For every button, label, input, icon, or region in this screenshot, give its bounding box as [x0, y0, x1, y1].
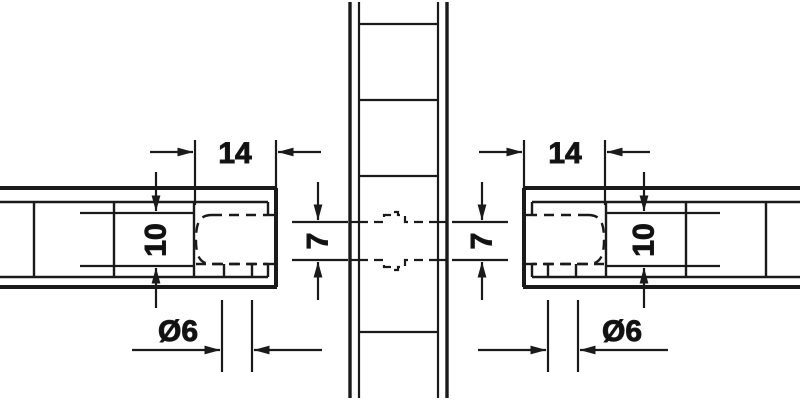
- dim-gap-left-label: 7: [302, 233, 335, 250]
- dim-depth-right-label: 10: [628, 223, 661, 256]
- dim-width-right-label: 14: [548, 137, 582, 170]
- panel-left: [0, 186, 278, 289]
- dim-gap-right: 7: [452, 182, 508, 300]
- dim-bore-left: Ø6: [132, 300, 322, 372]
- dim-width-left-label: 14: [218, 137, 252, 170]
- dim-bore-left-label: Ø6: [158, 315, 198, 348]
- dim-width-left: 14: [150, 137, 321, 205]
- panel-center: [348, 2, 449, 398]
- dim-depth-left-label: 10: [140, 223, 173, 256]
- dim-depth-right: 10: [605, 172, 720, 308]
- dim-gap-right-label: 7: [466, 233, 499, 250]
- dim-depth-left: 10: [80, 172, 195, 308]
- dim-bore-right: Ø6: [478, 300, 668, 372]
- panel-right: [522, 186, 800, 289]
- dim-gap-left: 7: [292, 182, 348, 300]
- dim-bore-right-label: Ø6: [602, 315, 642, 348]
- dim-width-right: 14: [479, 137, 650, 205]
